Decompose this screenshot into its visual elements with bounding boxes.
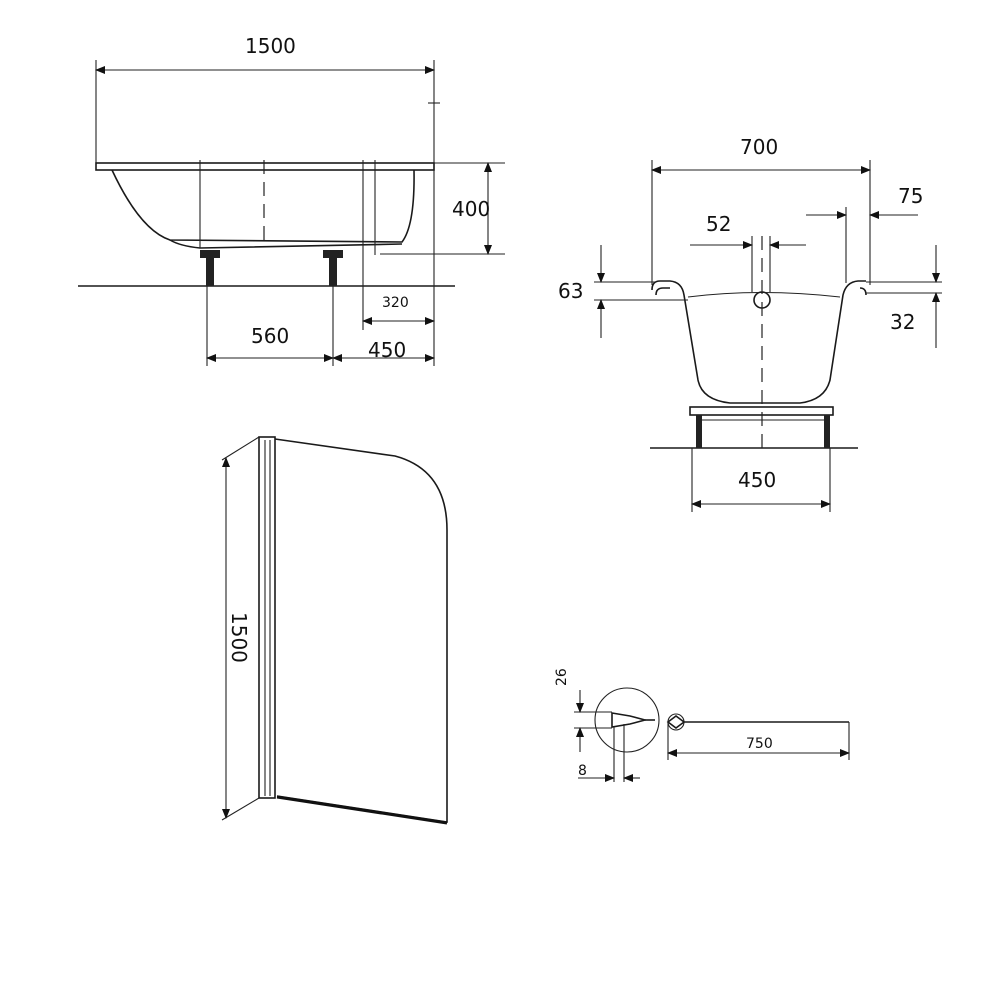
drain-offset-dim-label: 320 — [382, 295, 409, 311]
base-width-dim-label: 450 — [738, 468, 776, 492]
length-dim-label: 1500 — [245, 34, 296, 58]
profile-dim-label: 26 — [554, 668, 570, 686]
leg-spacing-dim-label: 560 — [251, 324, 289, 348]
end-view: 700 75 52 63 32 450 — [558, 135, 942, 512]
rim-dim-label: 75 — [898, 184, 923, 208]
width-dim-label: 700 — [740, 135, 778, 159]
shower-screen-view: 1500 — [221, 436, 448, 825]
profile-detail-view: 26 8 750 — [554, 668, 850, 782]
screen-height-dim-label: 1500 — [227, 612, 251, 663]
thickness-dim-label: 8 — [578, 763, 587, 779]
leg-offset-dim-label: 450 — [368, 338, 406, 362]
side-view: 1500 400 560 450 320 — [78, 34, 505, 366]
drain-dim-label: 52 — [706, 212, 731, 236]
tub-leg-left — [200, 250, 220, 286]
screen-width-dim-label: 750 — [746, 736, 773, 752]
lip-dim-label: 32 — [890, 310, 915, 334]
rim-height-dim-label: 63 — [558, 279, 583, 303]
height-dim-label: 400 — [452, 197, 490, 221]
tub-leg-right — [323, 250, 343, 286]
